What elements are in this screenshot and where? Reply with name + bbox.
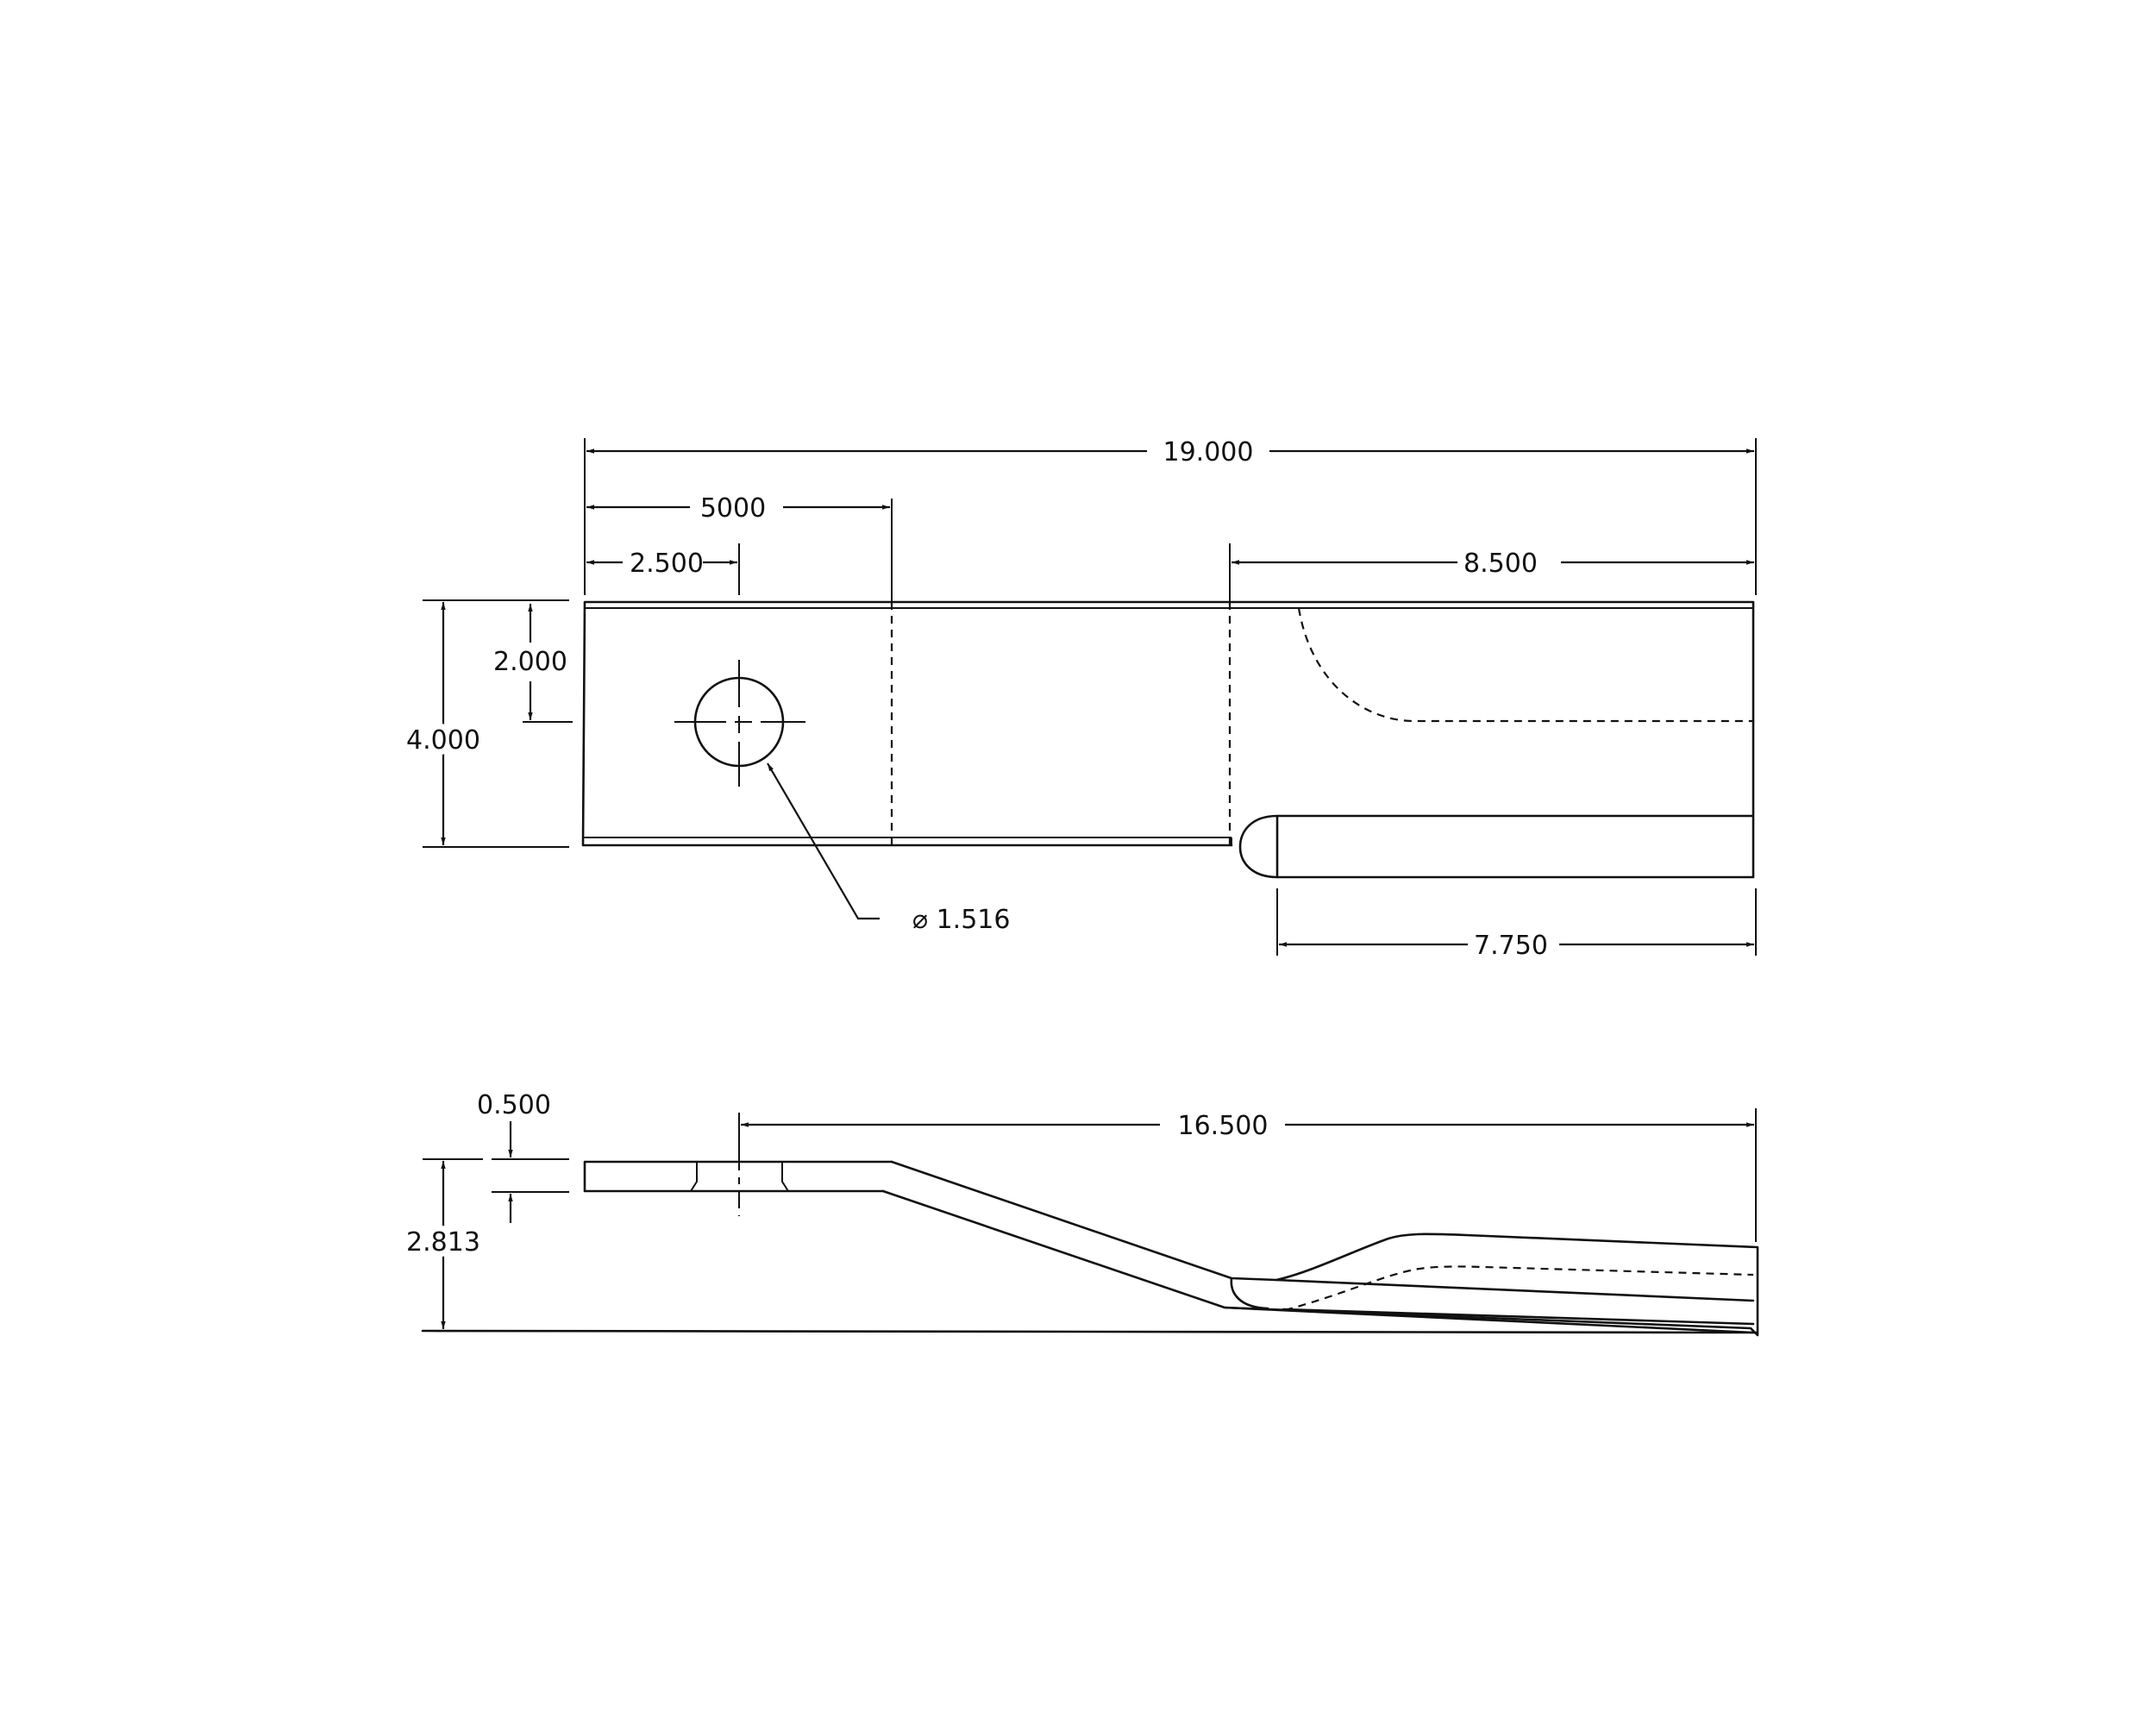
dim-overall-length: 19.000 (1163, 437, 1254, 467)
top-view: 19.000 5000 2.500 8.500 4.000 2.000 ⌀ 1.… (400, 437, 1757, 961)
dim-hole-diameter: ⌀ 1.516 (912, 905, 1010, 935)
ground-line (421, 1329, 1758, 1334)
countersink-left (690, 1162, 698, 1192)
dim-total-height: 2.813 (406, 1227, 480, 1258)
dim-to-hole-center: 2.500 (630, 549, 704, 579)
dim-to-dashed-line: 5000 (700, 493, 766, 524)
blade-top-outline (581, 600, 1755, 879)
relief-curve-dashed (1297, 607, 1753, 723)
blade-side-slope (881, 1160, 1759, 1337)
side-view: 16.500 0.500 2.813 (400, 1090, 1759, 1337)
dim-overall-width: 4.000 (406, 725, 480, 756)
blade-side-hidden (1284, 1265, 1754, 1312)
dim-right-section: 8.500 (1463, 549, 1538, 579)
dim-hole-offset: 2.000 (493, 647, 567, 677)
dim-slot-length: 7.750 (1474, 931, 1548, 961)
blade-side-edge (1223, 1278, 1755, 1334)
dim-thickness: 0.500 (477, 1090, 551, 1120)
countersink-right (781, 1162, 789, 1192)
blade-side-curl (1230, 1276, 1269, 1310)
slot-round-end (1238, 814, 1279, 879)
dim-offset-length: 16.500 (1178, 1111, 1269, 1141)
